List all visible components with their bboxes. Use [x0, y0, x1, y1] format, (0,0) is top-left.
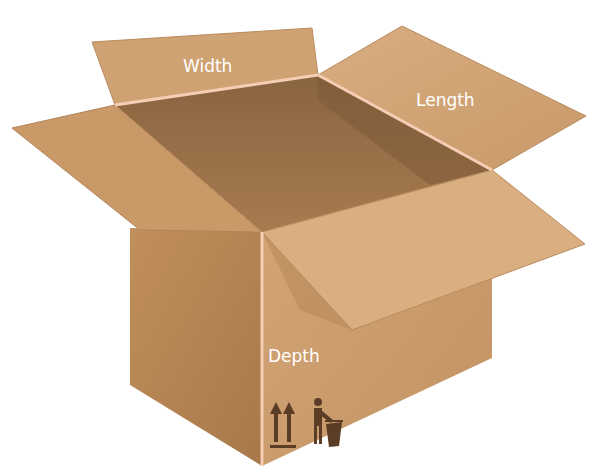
flap-shadow — [262, 232, 352, 330]
dimension-label: Width — [183, 56, 232, 76]
depth-edge — [261, 232, 264, 466]
length-edge — [318, 75, 492, 170]
dispose-symbol — [314, 398, 343, 447]
left-face — [130, 228, 262, 466]
this-side-up-symbol — [270, 402, 296, 448]
front-flap — [262, 170, 585, 330]
left-flap — [12, 105, 262, 232]
dimension-label: Depth — [268, 346, 320, 366]
width-edge — [115, 75, 318, 105]
dimension-label: Length — [416, 90, 475, 110]
interior-shadow — [318, 75, 492, 185]
